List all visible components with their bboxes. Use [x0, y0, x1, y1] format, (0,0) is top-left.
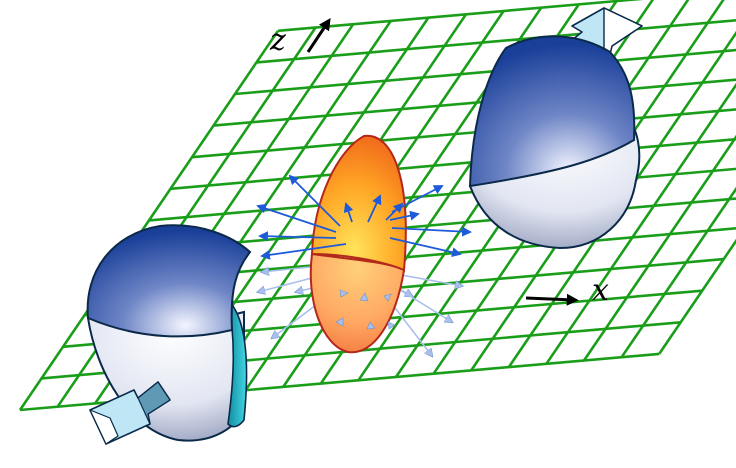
field-arrow-icon: [389, 237, 462, 258]
field-arrow-icon: [387, 321, 396, 330]
grid-line: [277, 0, 644, 33]
field-arrow-icon: [258, 231, 337, 242]
grid-line: [658, 238, 736, 355]
grid-line: [256, 19, 736, 64]
grid-line: [170, 137, 736, 191]
field-arrow-icon: [391, 185, 444, 213]
hemisphere-cut-face: [226, 297, 248, 428]
x-axis: x: [525, 273, 609, 308]
field-arrow-icon: [391, 226, 472, 237]
field-arrow-icon: [288, 174, 341, 227]
field-arrow-icon: [385, 202, 404, 221]
field-arrow-icon: [260, 243, 347, 260]
grid-line: [148, 167, 736, 222]
ellipsoid-lower: [309, 252, 406, 354]
field-arrow-icon: [335, 317, 344, 327]
hemisphere-cap: [86, 224, 252, 338]
field-arrow-icon: [256, 203, 337, 233]
block-arrow-tip: [89, 409, 119, 445]
field-arrow-icon: [383, 293, 392, 302]
field-arrow-icon: [389, 210, 420, 221]
hemisphere-right: [468, 7, 643, 250]
field-arrow-icon: [359, 292, 369, 302]
block-arrow-shade: [603, 7, 643, 55]
field-arrow-icon: [339, 289, 349, 298]
axis-arrow-icon: [306, 18, 331, 53]
ellipsoid-icon: [309, 134, 407, 354]
hemisphere-left: [86, 224, 252, 445]
field-arrow-icon: [367, 194, 382, 223]
ellipsoid-upper: [310, 134, 407, 272]
x-axis-label: x: [592, 273, 609, 308]
block-arrow-shade: [137, 381, 171, 425]
z-axis: z: [269, 18, 331, 58]
field-arrows-upper: [256, 174, 472, 260]
hemisphere-cap: [468, 35, 636, 188]
axis-arrow-icon: [525, 293, 579, 306]
field-arrow-icon: [366, 321, 376, 330]
z-axis-label: z: [269, 23, 286, 58]
grid-line: [191, 108, 736, 159]
field-arrow-icon: [343, 202, 354, 223]
